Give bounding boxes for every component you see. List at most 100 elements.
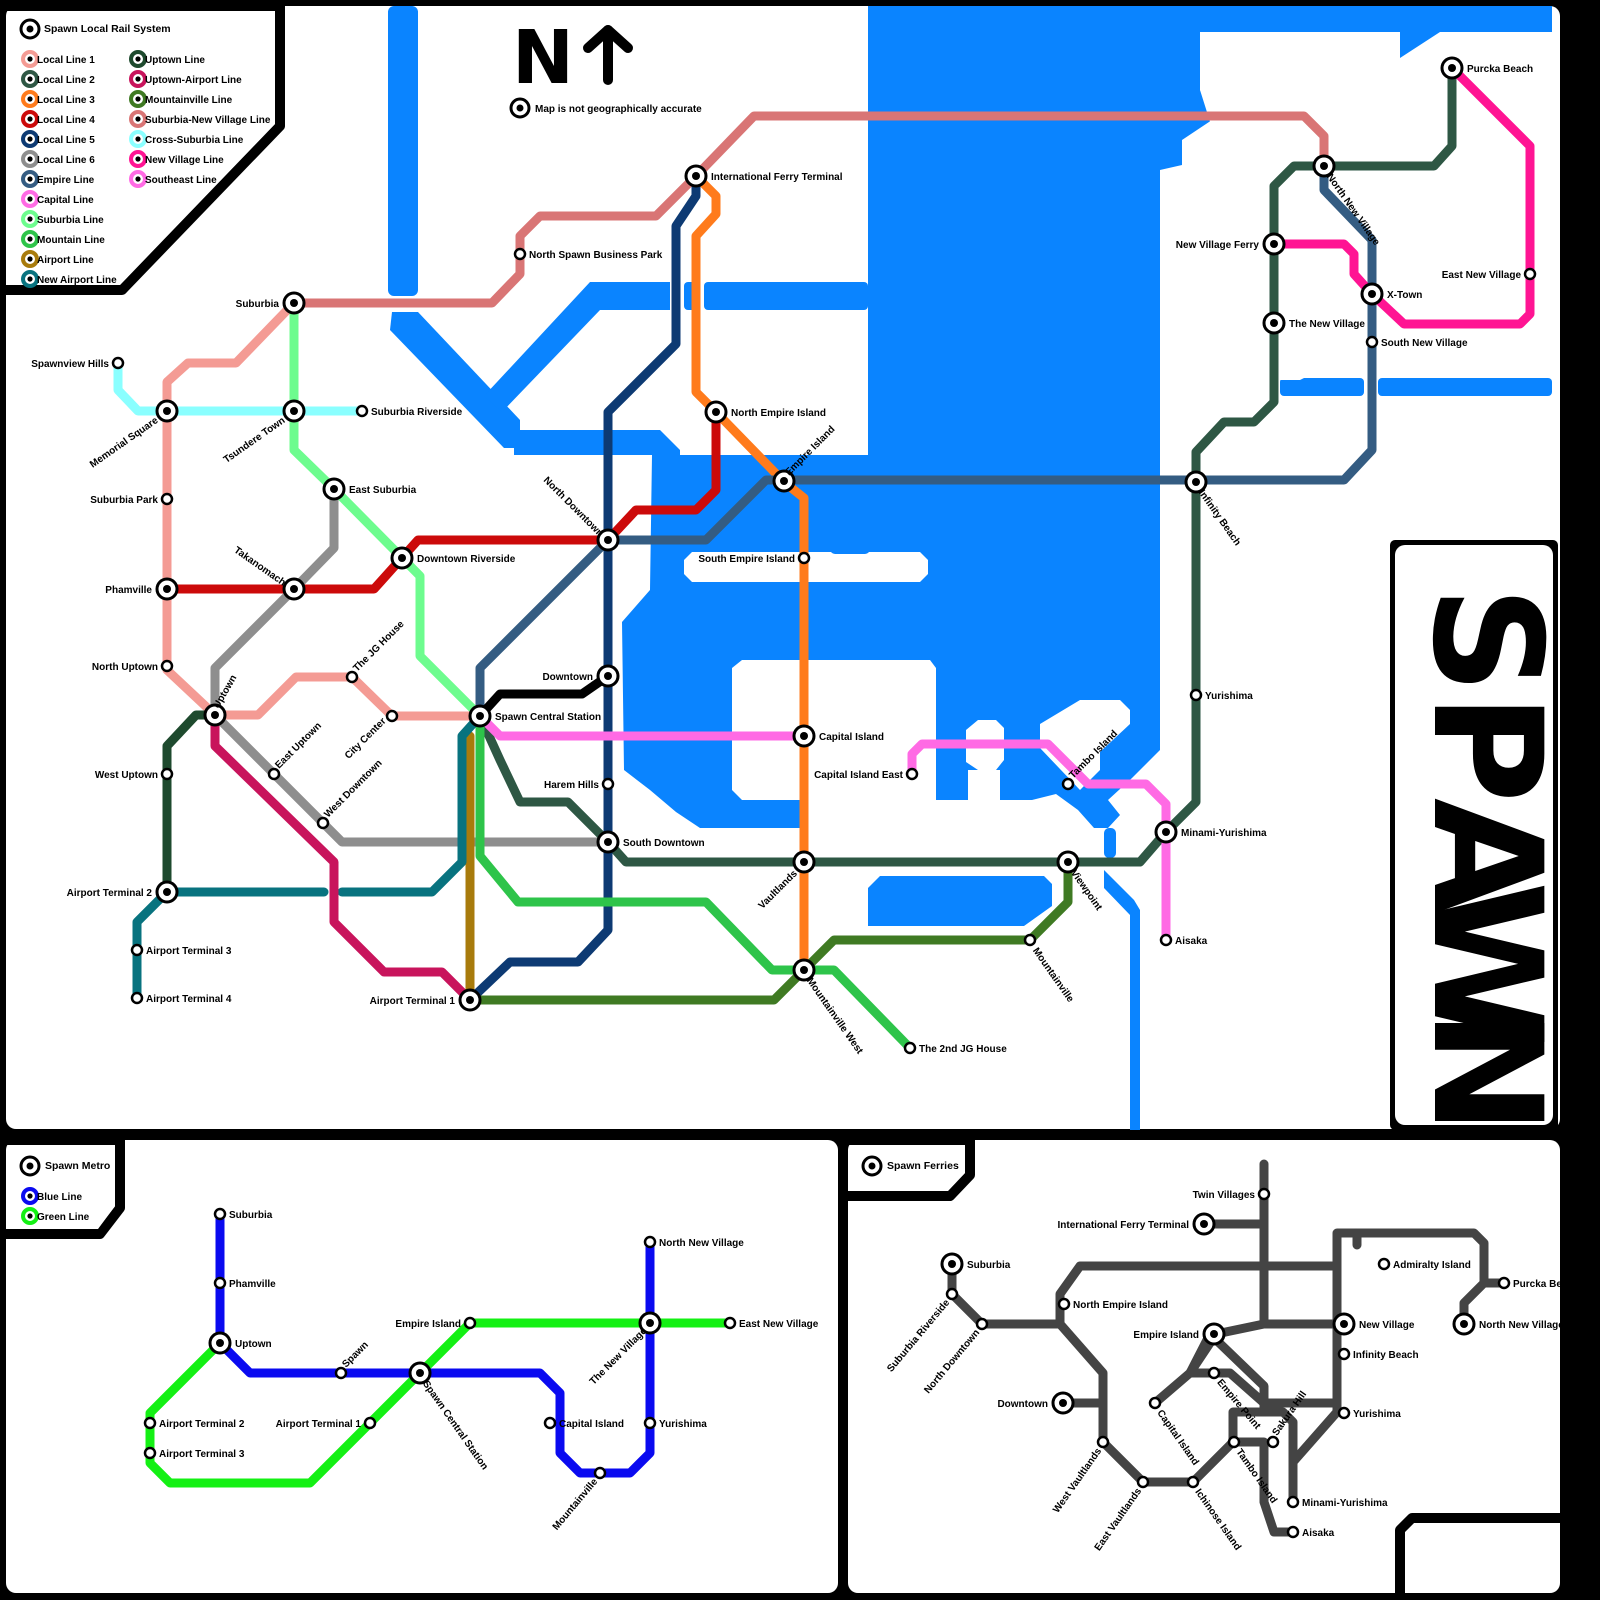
ferry-station[interactable]: Suburbia: [940, 1252, 1011, 1276]
legend-label: Southeast Line: [145, 175, 217, 186]
rail-station-label: Airport Terminal 3: [146, 946, 232, 957]
rail-station[interactable]: Phamville: [105, 577, 179, 601]
metro-station[interactable]: Uptown: [208, 1331, 272, 1355]
metro-station[interactable]: Empire Island: [395, 1316, 477, 1330]
rail-station[interactable]: Aisaka: [1159, 933, 1208, 947]
ferry-station[interactable]: New Village: [1332, 1312, 1415, 1336]
ferry-station[interactable]: Admiralty Island: [1377, 1257, 1471, 1271]
rail-station[interactable]: North Empire Island: [704, 400, 826, 424]
ferry-station[interactable]: Infinity Beach: [1337, 1347, 1419, 1361]
metro-station-label: Airport Terminal 1: [276, 1419, 362, 1430]
rail-station[interactable]: Suburbia: [236, 291, 306, 315]
rail-station[interactable]: Airport Terminal 2: [67, 880, 179, 904]
rail-station[interactable]: Spawn Central Station: [468, 704, 601, 728]
local-line-6: [210, 484, 613, 847]
rail-station[interactable]: New Village Ferry: [1176, 232, 1286, 256]
rail-station[interactable]: East Suburbia: [322, 477, 417, 501]
rail-station-label: North Uptown: [92, 662, 158, 673]
rail-station-label: North Empire Island: [731, 408, 826, 419]
rail-station[interactable]: Suburbia Riverside: [355, 404, 463, 418]
metro-station[interactable]: Airport Terminal 3: [143, 1446, 245, 1460]
suburbia-line: [289, 298, 485, 721]
rail-station[interactable]: South Empire Island: [698, 551, 811, 565]
metro-station[interactable]: Capital Island: [543, 1416, 624, 1430]
ferry-station[interactable]: Minami-Yurishima: [1286, 1495, 1388, 1509]
rail-station[interactable]: The 2nd JG House: [903, 1041, 1007, 1055]
metro-station[interactable]: Suburbia: [213, 1207, 273, 1221]
rail-station[interactable]: Downtown: [542, 664, 620, 688]
rail-station[interactable]: North Uptown: [92, 659, 174, 673]
metro-station-label: Airport Terminal 2: [159, 1419, 245, 1430]
legend-label: New Airport Line: [37, 275, 117, 286]
rail-station[interactable]: Airport Terminal 4: [130, 991, 232, 1005]
legend-label: Local Line 5: [37, 135, 95, 146]
rail-station[interactable]: Purcka Beach: [1440, 56, 1533, 80]
rail-station[interactable]: The New Village: [1262, 311, 1365, 335]
ferry-route: [1228, 1437, 1298, 1537]
rail-station[interactable]: Airport Terminal 3: [130, 943, 232, 957]
rail-station[interactable]: Downtown Riverside: [390, 546, 516, 570]
legend-label: Local Line 1: [37, 55, 95, 66]
legend-item: New Airport Line: [21, 270, 117, 288]
rail-station[interactable]: X-Town: [1360, 282, 1422, 306]
metro-station[interactable]: Yurishima: [643, 1416, 707, 1430]
rail-station[interactable]: East New Village: [1442, 267, 1537, 281]
suburbia-new-village-line: [289, 111, 1329, 308]
legend-item: Local Line 1: [21, 50, 95, 68]
rail-station[interactable]: Yurishima: [1189, 688, 1253, 702]
ferry-station[interactable]: North New Village: [1452, 1312, 1564, 1336]
ferry-station-label: International Ferry Terminal: [1057, 1220, 1189, 1231]
rail-station-label: Aisaka: [1175, 936, 1208, 947]
legend-item: Suburbia Line: [21, 210, 104, 228]
rail-station[interactable]: Suburbia Park: [90, 492, 174, 506]
rail-station[interactable]: Capital Island East: [814, 767, 919, 781]
rail-station[interactable]: Spawnview Hills: [31, 356, 125, 370]
ferry-route: [1288, 1319, 1342, 1507]
local-line-3: [691, 171, 809, 975]
north-indicator: N Map is not geographically accurate: [509, 15, 702, 119]
metro-station[interactable]: Airport Terminal 1: [276, 1416, 377, 1430]
rail-station-label: Harem Hills: [544, 780, 599, 791]
ferry-station-label: North Empire Island: [1073, 1300, 1168, 1311]
ferry-station[interactable]: Twin Villages: [1193, 1187, 1271, 1201]
ferry-station[interactable]: North Empire Island: [1057, 1297, 1168, 1311]
rail-station[interactable]: Airport Terminal 1: [370, 988, 482, 1012]
ferry-station[interactable]: Aisaka: [1286, 1525, 1335, 1539]
rail-station-label: Downtown Riverside: [417, 554, 516, 565]
rail-station[interactable]: South Downtown: [596, 830, 705, 854]
rail-station-label: Suburbia Park: [90, 495, 158, 506]
southeast-line: [907, 739, 1171, 945]
legend-item: Local Line 4: [21, 110, 95, 128]
rail-station[interactable]: Capital Island: [792, 724, 884, 748]
rail-station-label: Minami-Yurishima: [1181, 828, 1267, 839]
rail-station[interactable]: North Spawn Business Park: [513, 247, 663, 261]
metro-station-label: East New Village: [739, 1319, 819, 1330]
metro-station[interactable]: East New Village: [723, 1316, 819, 1330]
rail-station[interactable]: Harem Hills: [544, 777, 615, 791]
rail-station[interactable]: West Uptown: [95, 767, 174, 781]
ferry-map-title: Spawn Ferries: [887, 1160, 959, 1172]
rail-station-label: South Empire Island: [698, 554, 795, 565]
metro-station[interactable]: Phamville: [213, 1276, 276, 1290]
metro-blue-line: [215, 1209, 655, 1478]
ferry-station[interactable]: International Ferry Terminal: [1057, 1212, 1216, 1236]
rail-station-label: South New Village: [1381, 338, 1468, 349]
legend-item: Uptown Line: [129, 50, 205, 68]
metro-title-box: Spawn Metro: [19, 1155, 110, 1177]
metro-station[interactable]: North New Village: [643, 1235, 744, 1249]
ferry-station[interactable]: Downtown: [997, 1391, 1075, 1415]
metro-station-label: Suburbia: [229, 1210, 273, 1221]
ferry-station[interactable]: Purcka Beach: [1497, 1276, 1579, 1290]
legend-item: Capital Line: [21, 190, 94, 208]
metro-station[interactable]: Airport Terminal 2: [143, 1416, 245, 1430]
rail-station[interactable]: South New Village: [1365, 335, 1468, 349]
local-line-4: [162, 407, 721, 594]
ferry-station[interactable]: Yurishima: [1337, 1406, 1401, 1420]
rail-station-label: Spawnview Hills: [31, 359, 109, 370]
rail-lines: [113, 63, 1535, 1537]
rail-station-label: The New Village: [1289, 319, 1365, 330]
legend-item: Airport Line: [21, 250, 94, 268]
rail-station[interactable]: International Ferry Terminal: [684, 164, 843, 188]
ferry-station[interactable]: Empire Island: [1133, 1322, 1226, 1346]
rail-station[interactable]: Minami-Yurishima: [1154, 820, 1267, 844]
